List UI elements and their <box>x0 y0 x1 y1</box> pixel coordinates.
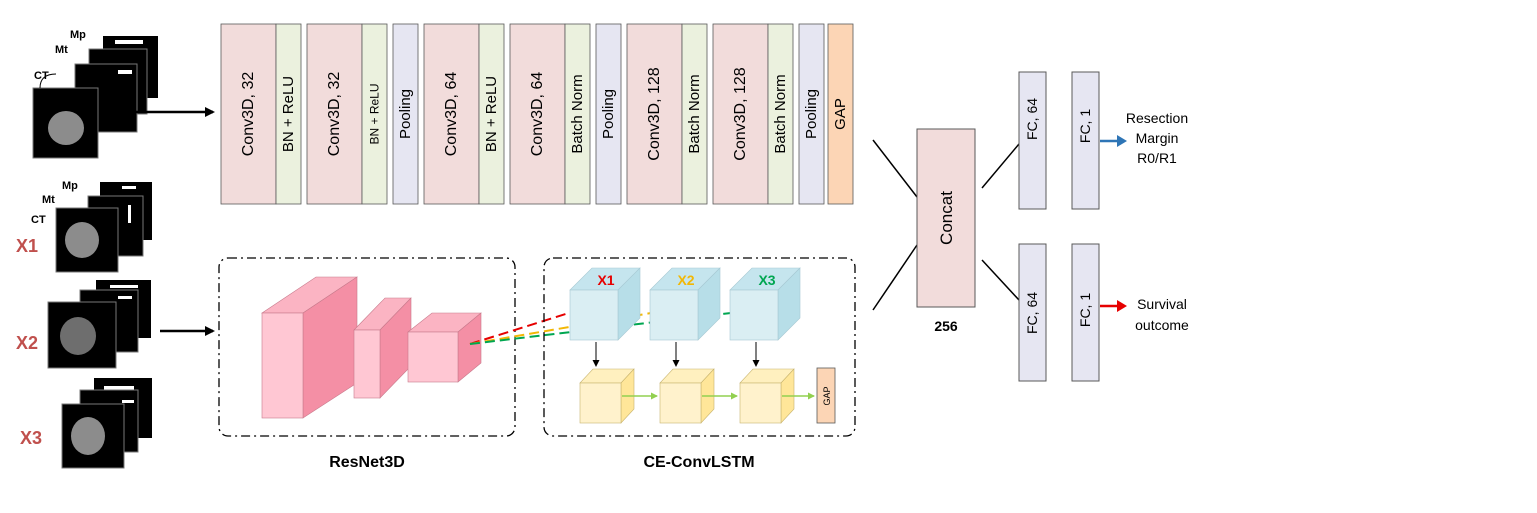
ce-convlstm-box <box>543 257 856 437</box>
concat-to-survival-line <box>981 259 1020 301</box>
resnet-cube-small <box>407 312 482 383</box>
timepoint-stack-x1: CT Mt Mp <box>31 180 152 273</box>
lstm-input-x2-label: X2 <box>677 272 694 288</box>
cnn-layer-2-bn-relu-block <box>275 23 302 205</box>
cnn-layer-8-conv3d-64-block <box>509 23 566 205</box>
cnn-layer-4-label: BN + ReLU <box>368 83 382 144</box>
lstm-to-concat-line <box>872 244 918 311</box>
cnn-layer-3-label: Conv3D, 32 <box>326 72 343 157</box>
survival-fc1-block <box>1071 243 1100 382</box>
cnn-layer-14-batch-norm-block <box>767 23 794 205</box>
ct-label: CT <box>34 70 49 82</box>
cnn-layer-3-conv3d-32-block <box>306 23 363 205</box>
resnet-cube-medium <box>353 297 412 399</box>
lstm-cell-2 <box>659 368 715 424</box>
timepoint-x2-label: X2 <box>16 333 38 353</box>
cnn-layer-11-conv3d-128-block <box>626 23 683 205</box>
resnet3d-box <box>218 257 516 437</box>
cnn-layer-7-bn-relu-block <box>478 23 505 205</box>
survival-fc1-label: FC, 1 <box>1077 293 1093 327</box>
resection-fc64-block <box>1018 71 1047 210</box>
timepoint-stack-x3 <box>61 378 152 469</box>
top-input-stack: CT Mt Mp <box>32 29 158 159</box>
ct-label-mid: CT <box>31 214 46 226</box>
cnn-layer-9-label: Batch Norm <box>569 74 586 153</box>
lstm-input-cube-x3 <box>729 267 801 341</box>
cnn-layer-14-label: Batch Norm <box>772 74 789 153</box>
lstm-input-cube-x1 <box>569 267 641 341</box>
resection-output-line3: R0/R1 <box>1137 150 1177 166</box>
lstm-input-x1-label: X1 <box>597 272 614 288</box>
ce-convlstm-title: CE-ConvLSTM <box>643 454 754 471</box>
resection-output-arrow-head <box>1117 135 1127 147</box>
timepoint-x3-label: X3 <box>20 428 42 448</box>
mp-label: Mp <box>70 29 86 41</box>
cnn-layer-16-gap-block <box>827 23 854 205</box>
lstm-input-x3-label: X3 <box>758 272 775 288</box>
survival-output-line2: outcome <box>1135 317 1189 333</box>
cnn-layer-1-conv3d-32-block <box>220 23 277 205</box>
concat-size-label: 256 <box>934 318 958 334</box>
concat-to-resection-line <box>981 143 1020 189</box>
survival-fc64-block <box>1018 243 1047 382</box>
cnn-layer-2-label: BN + ReLU <box>280 76 297 152</box>
resnet3d-title: ResNet3D <box>329 454 405 471</box>
mt-label-mid: Mt <box>42 194 55 206</box>
survival-output-line1: Survival <box>1137 296 1187 312</box>
cnn-layer-5-label: Pooling <box>397 89 414 139</box>
cnn-layer-15-pooling-block <box>798 23 825 205</box>
timepoint-stack-x2 <box>47 280 151 369</box>
cnn-layer-12-batch-norm-block <box>681 23 708 205</box>
cnn-layer-6-conv3d-64-block <box>423 23 480 205</box>
cnn-layer-10-pooling-block <box>595 23 622 205</box>
mt-label: Mt <box>55 44 68 56</box>
resection-fc1-block <box>1071 71 1100 210</box>
timepoint-x1-label: X1 <box>16 236 38 256</box>
survival-fc64-label: FC, 64 <box>1024 292 1040 334</box>
resnet-cube-large <box>261 276 358 419</box>
cnn-to-concat-line <box>872 139 918 198</box>
cnn-layer-9-batch-norm-block <box>564 23 591 205</box>
lstm-gap-label: GAP <box>822 386 832 405</box>
cnn-layer-7-label: BN + ReLU <box>483 76 500 152</box>
cnn-layer-stack: Conv3D, 32 BN + ReLU Conv3D, 32 BN + ReLU Po… <box>220 23 854 205</box>
feature-line-x1 <box>469 311 573 345</box>
cnn-layer-8-label: Conv3D, 64 <box>529 72 546 157</box>
cnn-layer-10-label: Pooling <box>600 89 617 139</box>
resection-output-line1: Resection <box>1126 110 1188 126</box>
resection-fc1-label: FC, 1 <box>1077 109 1093 143</box>
concat-label: Concat <box>937 191 956 245</box>
cnn-layer-15-label: Pooling <box>803 89 820 139</box>
mp-label-mid: Mp <box>62 180 78 192</box>
cnn-layer-11-label: Conv3D, 128 <box>646 67 663 160</box>
cnn-layer-13-conv3d-128-block <box>712 23 769 205</box>
lstm-gap-block <box>816 367 836 424</box>
resection-output-line2: Margin <box>1136 130 1179 146</box>
cnn-layer-12-label: Batch Norm <box>686 74 703 153</box>
cnn-layer-1-label: Conv3D, 32 <box>240 72 257 157</box>
cnn-layer-5-pooling-block <box>392 23 419 205</box>
concat-block <box>916 128 976 308</box>
cnn-layer-13-label: Conv3D, 128 <box>732 67 749 160</box>
cnn-layer-4-bn-relu-block <box>361 23 388 205</box>
resection-fc64-label: FC, 64 <box>1024 98 1040 140</box>
survival-output-arrow-head <box>1117 300 1127 312</box>
cnn-layer-16-label: GAP <box>832 98 849 130</box>
lstm-input-cube-x2 <box>649 267 721 341</box>
cnn-layer-6-label: Conv3D, 64 <box>443 72 460 157</box>
lstm-cell-3 <box>739 368 795 424</box>
